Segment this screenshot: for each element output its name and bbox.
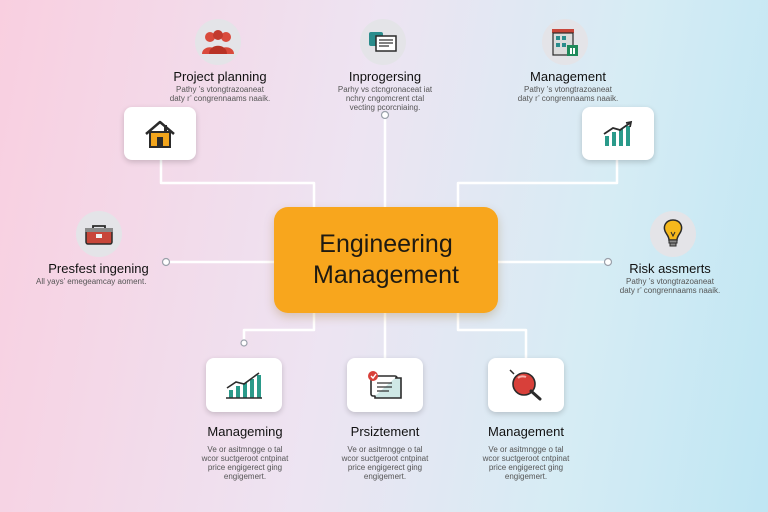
node-card-prsiztement[interactable]	[347, 358, 423, 412]
node-desc-management-top: Pathy ’s vtongtrazoaneat daty r’ congren…	[517, 85, 619, 103]
node-desc-project-planning: Pathy ’s vtongtrazoaneat daty r’ congren…	[169, 85, 271, 103]
node-label-management-top: Management	[530, 69, 606, 84]
target-magnifier-icon	[509, 369, 542, 401]
node-label-presfest-ingening: Presfest ingening	[48, 261, 149, 276]
node-desc-risk-assmerts: Pathy ’s vtongtrazoaneat daty r’ congren…	[619, 277, 721, 295]
lightbulb-icon	[650, 211, 696, 257]
node-card-management-bottom[interactable]	[488, 358, 564, 412]
node-label-project-planning: Project planning	[173, 69, 267, 84]
node-label-risk-assmerts: Risk assmerts	[629, 261, 711, 276]
node-desc-management-bottom: Ve or asitmngge o tal wcor suctgeroot cn…	[482, 445, 570, 481]
center-title-line2: Management	[313, 261, 459, 289]
toolbox-icon	[76, 211, 122, 257]
node-label-management-bottom: Management	[488, 424, 564, 439]
node-card-manageming[interactable]	[206, 358, 282, 412]
house-icon	[145, 120, 175, 148]
node-label-prsiztement: Prsiztement	[350, 424, 420, 439]
node-desc-manageming: Ve or asitmngge o tal wcor suctgeroot cn…	[201, 445, 289, 481]
center-node[interactable]: Engineering Management	[274, 207, 498, 313]
node-desc-prsiztement: Ve or asitmngge o tal wcor suctgeroot cn…	[341, 445, 429, 481]
growth-chart-icon	[603, 120, 633, 146]
bar-chart-icon	[226, 372, 262, 399]
node-label-inprogersing: Inprogersing	[348, 69, 422, 84]
center-title-line1: Engineering	[319, 230, 453, 258]
node-card-project-planning[interactable]	[124, 107, 196, 160]
node-card-management-top[interactable]	[582, 107, 654, 160]
node-desc-inprogersing: Parhy vs ctcngronaceat iat nchry cngomcr…	[337, 85, 433, 112]
node-desc-presfest-ingening: All yays’ emegeamcay aoment.	[36, 277, 147, 286]
team-icon	[195, 19, 241, 65]
node-label-manageming: Manageming	[207, 424, 283, 439]
building-icon	[542, 19, 588, 65]
document-book-icon	[368, 371, 402, 399]
presentation-board-icon	[360, 19, 406, 65]
